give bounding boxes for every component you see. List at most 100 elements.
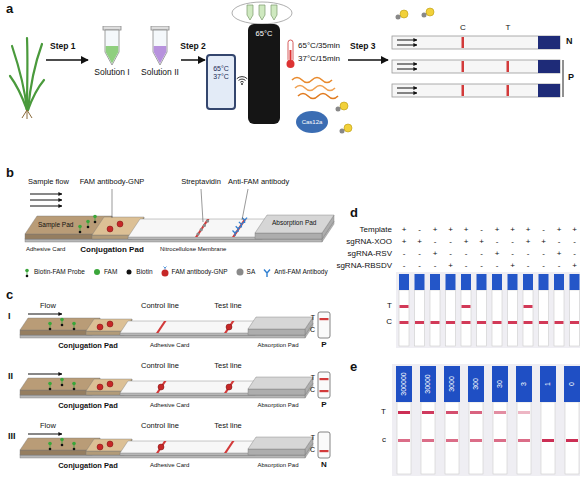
fam-dot <box>72 322 76 326</box>
dna-strand <box>298 94 338 99</box>
strip-body <box>492 290 502 346</box>
panel-letter: e <box>350 360 357 374</box>
table-cell: + <box>433 226 438 235</box>
absorption-pad <box>248 377 313 389</box>
table-cell: - <box>418 262 421 271</box>
row-header: Template <box>360 226 392 235</box>
strip-body <box>523 290 533 346</box>
conjugation-pad-side <box>86 331 124 335</box>
biotin-dot <box>94 221 97 224</box>
flow-arrow <box>397 40 417 41</box>
strip-handle <box>396 366 412 402</box>
biotin-dot <box>61 324 64 327</box>
table-cell: + <box>557 250 562 259</box>
legend-symbol <box>160 266 170 278</box>
row-header: sgRNA-RBSDV <box>336 262 392 271</box>
legend-item: Anti-FAM Antibody <box>262 266 327 278</box>
table-cell: + <box>510 226 515 235</box>
strip-handle <box>540 366 556 402</box>
biotin-dot <box>127 270 132 275</box>
legend-text: SA <box>247 268 256 275</box>
pad-label: Conjugation Pad <box>58 402 118 410</box>
flow-arrow <box>397 64 417 65</box>
line-label: C <box>310 326 315 334</box>
streptavidin <box>236 269 243 276</box>
absorption-pad <box>248 317 313 329</box>
probe-quencher <box>340 129 345 134</box>
strip-handle <box>461 274 471 290</box>
adhesive-card-side <box>20 335 305 338</box>
flow-arrow <box>30 200 62 201</box>
control-band <box>470 439 482 442</box>
strip-handle <box>492 274 502 290</box>
condition-label: 65°C/35min <box>298 42 340 51</box>
table-cell: - <box>558 262 561 271</box>
strip-handle <box>539 274 549 290</box>
strip-handle <box>492 366 508 402</box>
plant-leaf <box>28 80 44 110</box>
conjugation-pad-side <box>86 391 124 395</box>
pad-label: Absorption Pad <box>257 342 298 349</box>
strip-handle <box>399 274 409 290</box>
dna-strand <box>295 86 335 91</box>
table-cell: - <box>496 262 499 271</box>
control-band <box>555 321 564 324</box>
line-label: C <box>460 24 466 33</box>
speech-bubble <box>232 2 292 24</box>
control-band <box>320 450 329 452</box>
plant-leaf <box>26 38 29 110</box>
strip-body <box>397 402 411 474</box>
legend-text: Anti-FAM Antibody <box>274 268 327 275</box>
gold-nanoparticle <box>117 221 123 227</box>
fam-dot <box>60 378 64 382</box>
strip-pad <box>538 84 560 97</box>
lane-label: 30000 <box>424 374 432 393</box>
biotin-dot <box>49 388 52 391</box>
line-label: C <box>386 318 392 327</box>
capture-line <box>224 321 235 333</box>
flow-arrow <box>28 434 62 435</box>
test-band <box>462 305 471 308</box>
fam-dot <box>78 225 82 229</box>
probe-quencher <box>336 107 341 112</box>
legend-text: FAM antibody-GNP <box>172 268 228 275</box>
biotin-dot <box>79 231 82 234</box>
gold-nanoparticle <box>226 384 232 390</box>
control-band <box>542 439 554 442</box>
flow-arrow <box>28 374 62 375</box>
legend-item: Biotin <box>124 266 152 278</box>
control-band <box>462 61 465 72</box>
fam-dot <box>48 322 52 326</box>
table-cell: + <box>464 238 469 247</box>
pad-label: Sample Pad <box>38 221 73 228</box>
legend-symbol <box>22 266 32 278</box>
strip-handle <box>415 274 425 290</box>
membrane-side <box>120 393 255 395</box>
strip-body <box>430 290 440 346</box>
legend-symbol <box>124 266 134 278</box>
probe-reporter <box>426 8 434 16</box>
biotin-dot <box>61 444 64 447</box>
control-band <box>462 321 471 324</box>
strip-body <box>541 402 555 474</box>
strip-pad <box>538 60 560 73</box>
control-band <box>415 321 424 324</box>
strip-handle <box>446 274 456 290</box>
line-label: C <box>310 386 315 394</box>
gold-nanoparticle <box>226 324 232 330</box>
control-band <box>422 439 434 442</box>
table-cell: + <box>510 262 515 271</box>
control-band <box>570 321 579 324</box>
adhesive-card-side <box>20 455 305 458</box>
leader-line <box>242 189 248 220</box>
table-cell: - <box>542 250 545 259</box>
line-label: T <box>311 374 315 382</box>
biotin-dot <box>73 448 76 451</box>
biotin-dot <box>26 275 29 278</box>
wifi-arc <box>240 81 244 83</box>
strip-handle <box>516 366 532 402</box>
test-band <box>422 411 434 414</box>
heat-block: 65°C <box>248 24 280 124</box>
flow-arrow <box>28 314 62 315</box>
